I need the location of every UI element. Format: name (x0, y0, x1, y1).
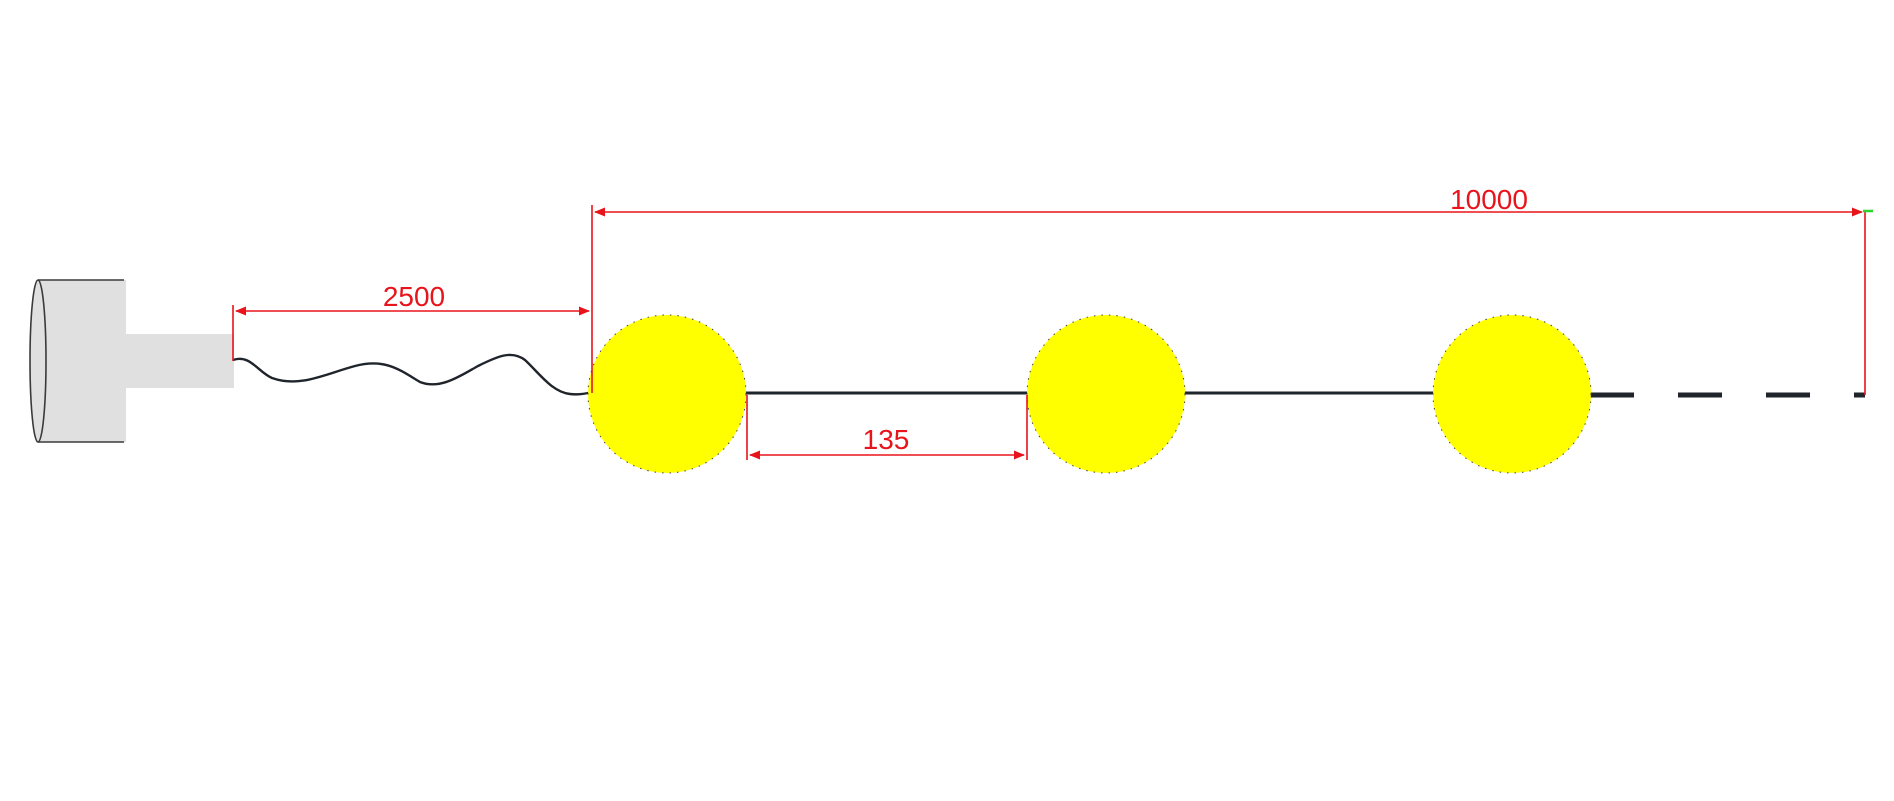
lead-cable (232, 353, 593, 396)
dimension-label-bulb-spacing: 135 (863, 424, 910, 455)
bulb-2 (1026, 314, 1186, 474)
dimension-label-lead-length: 2500 (383, 281, 445, 312)
dimension-bulb-spacing: 135 (746, 395, 1028, 460)
dimension-lead-length: 2500 (232, 205, 593, 393)
dimension-total-length: 10000 (593, 184, 1873, 395)
plug-neck (126, 334, 234, 388)
power-plug (29, 279, 234, 443)
bulb-1 (587, 314, 747, 474)
bulb-3 (1432, 314, 1592, 474)
plug-face (29, 279, 47, 443)
plug-body (36, 280, 126, 442)
dimension-label-total-length: 10000 (1450, 184, 1528, 215)
